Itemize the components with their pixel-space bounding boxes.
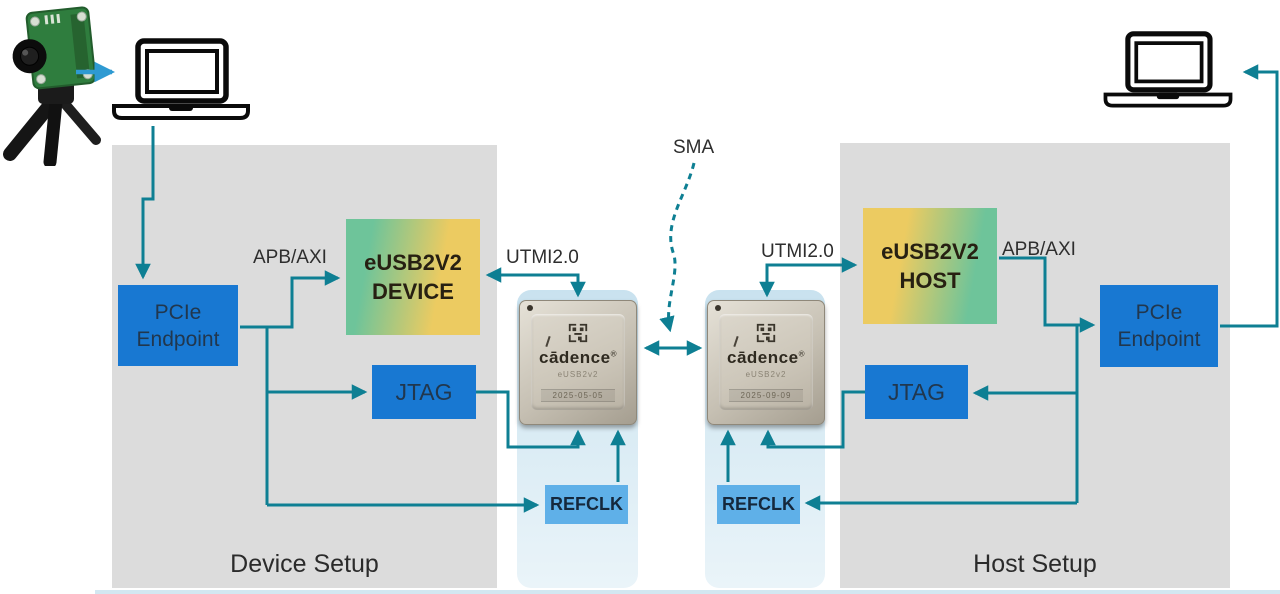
host-setup-title: Host Setup — [973, 550, 1097, 578]
host-eusb2v2-box: eUSB2V2 HOST — [863, 208, 997, 324]
sma-label: SMA — [673, 137, 715, 158]
host-refclk-box: REFCLK — [717, 485, 800, 524]
device-pcie-endpoint-box: PCIe Endpoint — [118, 285, 238, 366]
device-jtag-box: JTAG — [372, 365, 476, 419]
device-laptop-icon — [106, 38, 256, 128]
chip-lid: cādence® eUSB2v2 2025-05-05 — [531, 314, 625, 410]
wire-device-utmi-to-usb — [485, 267, 580, 290]
device-eusb2v2-box: eUSB2V2 DEVICE — [346, 219, 480, 335]
host-pcie-endpoint-box: PCIe Endpoint — [1100, 285, 1218, 367]
chip-part-number: eUSB2v2 — [745, 370, 787, 379]
device-apb-axi-label: APB/AXI — [253, 247, 327, 268]
chip-tick-mark — [545, 335, 551, 348]
chip-part-number: eUSB2v2 — [557, 370, 599, 379]
registered-mark: ® — [610, 349, 617, 359]
host-jtag-label: JTAG — [887, 378, 946, 405]
host-laptop-icon — [1098, 28, 1238, 118]
device-jtag-label: JTAG — [395, 378, 453, 405]
chip-pin1-dot — [527, 305, 533, 311]
chip-date-code: 2025-05-05 — [541, 389, 615, 402]
device-eusb2v2-label-line2: DEVICE — [372, 279, 454, 304]
bottom-accent-strip — [95, 590, 1280, 594]
qr-code-icon — [567, 322, 589, 344]
host-eusb2v2-label-line2: HOST — [899, 268, 961, 293]
chip-lid: cādence® eUSB2v2 2025-09-09 — [719, 314, 813, 410]
chip-brand-text: cādence — [539, 348, 611, 367]
device-utmi-label: UTMI2.0 — [506, 247, 579, 268]
device-refclk-box: REFCLK — [545, 485, 628, 524]
sma-callout-line — [659, 162, 696, 333]
device-refclk-label: REFCLK — [550, 494, 623, 514]
chip-pin1-dot — [715, 305, 721, 311]
camera-icon — [0, 4, 112, 166]
registered-mark: ® — [798, 349, 805, 359]
device-pcie-endpoint-label: PCIe Endpoint — [136, 300, 220, 351]
host-eusb2v2-label-line1: eUSB2V2 — [881, 239, 979, 264]
host-jtag-box: JTAG — [865, 365, 968, 419]
host-pcie-endpoint-label: PCIe Endpoint — [1117, 301, 1201, 351]
device-setup-title: Device Setup — [230, 550, 379, 578]
device-eusb2v2-label-line1: eUSB2V2 — [364, 250, 462, 275]
host-cadence-chip: cādence® eUSB2v2 2025-09-09 — [707, 300, 825, 425]
host-refclk-label: REFCLK — [722, 494, 795, 514]
chip-brand-text: cādence — [727, 348, 799, 367]
device-cadence-chip: cādence® eUSB2v2 2025-05-05 — [519, 300, 637, 425]
chip-date-code: 2025-09-09 — [729, 389, 803, 402]
chip-tick-mark — [733, 335, 739, 348]
host-apb-axi-label: APB/AXI — [1002, 239, 1076, 260]
qr-code-icon — [755, 322, 777, 344]
host-utmi-label: UTMI2.0 — [761, 241, 834, 262]
